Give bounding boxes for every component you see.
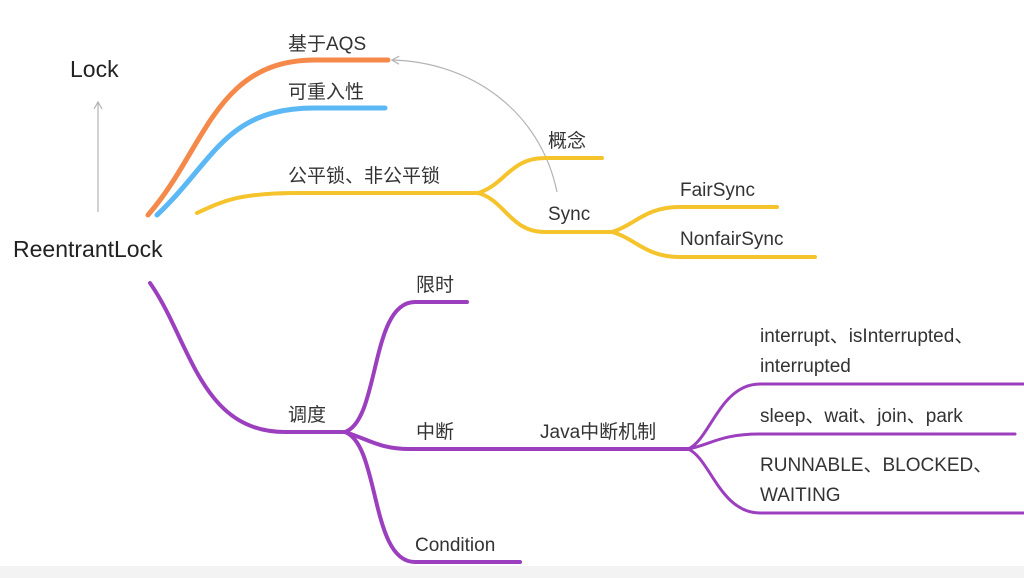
edge-fairsync xyxy=(610,205,779,234)
node-interrupt-mechanism[interactable]: Java中断机制 xyxy=(540,422,657,443)
edge-sync xyxy=(476,191,614,234)
node-timed[interactable]: 限时 xyxy=(416,275,455,296)
edge-scheduling xyxy=(148,281,347,434)
bottom-strip xyxy=(0,566,1024,578)
node-aqs[interactable]: 基于AQS xyxy=(288,34,367,55)
edge-mechanism-item-2 xyxy=(686,432,1017,451)
node-reentrant[interactable]: 可重入性 xyxy=(288,82,365,103)
edge-concept xyxy=(476,156,604,195)
node-concept[interactable]: 概念 xyxy=(548,131,587,152)
edge-timed xyxy=(343,300,469,434)
node-condition[interactable]: Condition xyxy=(415,535,496,556)
node-fairsync[interactable]: FairSync xyxy=(680,180,755,201)
node-interrupt[interactable]: 中断 xyxy=(416,422,455,443)
edge-condition xyxy=(343,430,522,564)
sync-to-aqs-arrow xyxy=(390,55,558,193)
node-mechanism-item-2[interactable]: sleep、wait、join、park xyxy=(760,406,963,427)
edge-mechanism-item-1 xyxy=(686,382,1024,451)
edge-reentrant xyxy=(154,105,388,218)
node-mechanism-item-3[interactable]: RUNNABLE、BLOCKED、WAITING xyxy=(760,455,993,506)
node-fairness[interactable]: 公平锁、非公平锁 xyxy=(288,166,441,187)
edge-fairness xyxy=(195,191,480,215)
root-node[interactable]: ReentrantLock xyxy=(13,236,163,262)
node-scheduling[interactable]: 调度 xyxy=(288,405,327,426)
edge-mechanism-item-3 xyxy=(686,447,1024,515)
edge-nonfairsync xyxy=(610,230,817,259)
node-sync[interactable]: Sync xyxy=(548,204,591,225)
edge-aqs xyxy=(145,57,391,218)
node-nonfairsync[interactable]: NonfairSync xyxy=(680,229,784,250)
node-mechanism-item-1[interactable]: interrupt、isInterrupted、interrupted xyxy=(760,326,974,377)
parent-node-lock[interactable]: Lock xyxy=(70,56,119,82)
